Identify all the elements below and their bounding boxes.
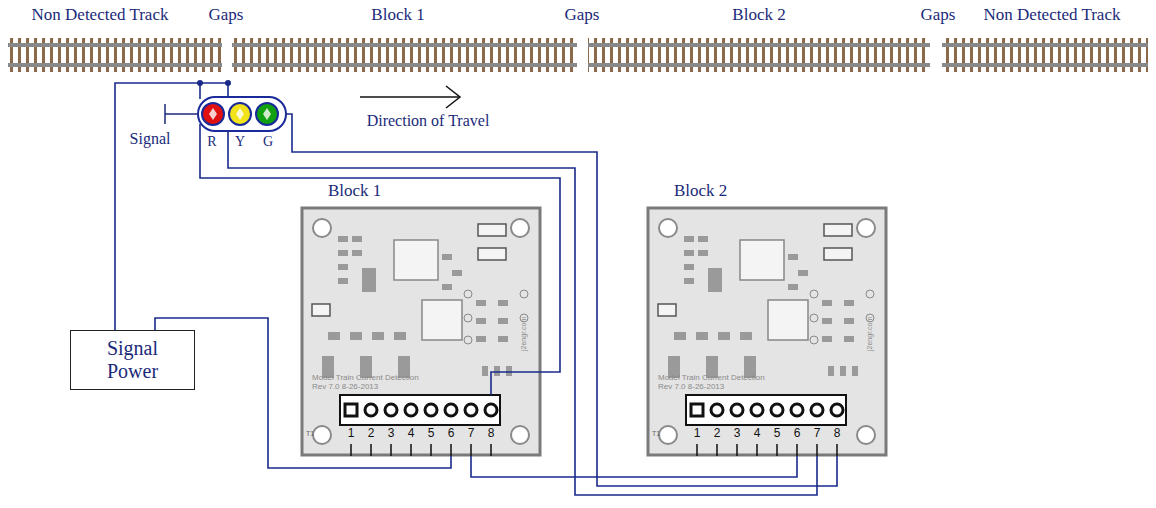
drawing-line — [164, 104, 166, 124]
drawing-line — [232, 63, 577, 67]
drawing-line — [942, 63, 1148, 67]
drawing-line — [360, 96, 460, 98]
signal-label: Signal — [130, 130, 171, 148]
direction-label: Direction of Travel — [367, 112, 490, 130]
pin-number: 7 — [814, 427, 821, 440]
drawing-rect — [198, 97, 286, 131]
drawing-line — [8, 63, 222, 67]
drawing-polyline — [200, 124, 560, 395]
pin-number: 5 — [428, 427, 435, 440]
pin-number: 4 — [408, 427, 415, 440]
drawing-path — [209, 108, 217, 120]
wire-line — [471, 456, 797, 477]
board-heading: Block 1 — [328, 182, 381, 201]
drawing-path — [236, 108, 244, 120]
drawing-path — [263, 108, 271, 120]
pin-number: 7 — [468, 427, 475, 440]
drawing-circle — [256, 103, 278, 125]
pin-number: 6 — [448, 427, 455, 440]
drawing-polyline — [446, 86, 460, 108]
track-label: Gaps — [209, 6, 244, 25]
drawing-circle — [197, 80, 203, 86]
track — [8, 38, 1148, 72]
drawing-polyline — [286, 114, 837, 486]
wire-line — [155, 318, 451, 468]
direction-arrow — [360, 86, 460, 108]
lamp-letter: G — [263, 134, 273, 149]
detector-board — [648, 208, 886, 456]
track-label: Gaps — [565, 6, 600, 25]
drawing-circle — [229, 103, 251, 125]
pin-number: 4 — [754, 427, 761, 440]
track-label: Block 1 — [371, 6, 424, 25]
drawing-line — [232, 43, 577, 47]
drawing-line — [588, 43, 930, 47]
wire-connector — [155, 318, 451, 468]
drawing-g — [8, 45, 1148, 65]
board-print: Rev 7.0 8-26-2013 — [312, 383, 378, 392]
lamp-letter: R — [207, 134, 216, 149]
board-print: Model Train Current Detection — [312, 374, 419, 383]
detector-board: Block 2 Model Train Current DetectionRev … — [648, 182, 886, 456]
process-box: Signal Power — [70, 330, 195, 390]
signal-head — [165, 97, 286, 131]
terminal-name: T1 — [652, 430, 660, 438]
drawing-line — [8, 43, 222, 47]
track-label: Non Detected Track — [32, 6, 169, 25]
board-print: j2engr.com — [520, 317, 528, 351]
pin-number: 2 — [368, 427, 375, 440]
track-label: Non Detected Track — [984, 6, 1121, 25]
drawing-polyline — [115, 83, 228, 330]
drawing-rect — [588, 38, 930, 72]
junction-dots — [197, 80, 231, 86]
pin-number: 8 — [834, 427, 841, 440]
pin-number: 3 — [734, 427, 741, 440]
drawing-rect — [942, 38, 1148, 72]
drawing-rect — [232, 38, 577, 72]
track-label: Block 2 — [732, 6, 785, 25]
pin-number: 3 — [388, 427, 395, 440]
detector-board — [302, 208, 540, 456]
box-label: Signal Power — [107, 337, 158, 383]
drawing-polyline — [228, 130, 817, 495]
wires — [115, 83, 837, 495]
terminal-name: T1 — [306, 430, 314, 438]
drawing-circle — [202, 103, 224, 125]
pin-number: 1 — [348, 427, 355, 440]
drawing-circle — [225, 80, 231, 86]
board-print: Model Train Current Detection — [658, 374, 765, 383]
pin-number: 2 — [714, 427, 721, 440]
drawing-line — [588, 63, 930, 67]
pin-number: 1 — [694, 427, 701, 440]
pin-number: 6 — [794, 427, 801, 440]
detector-board: Block 1 Model Train Current DetectionRev … — [302, 182, 540, 456]
drawing-rect — [8, 38, 222, 72]
board-print: j2engr.com — [866, 317, 874, 351]
track-label: Gaps — [921, 6, 956, 25]
board-print: Rev 7.0 8-26-2013 — [658, 383, 724, 392]
pin-number: 8 — [488, 427, 495, 440]
pin-number: 5 — [774, 427, 781, 440]
wire-connector — [471, 456, 797, 477]
board-heading: Block 2 — [674, 182, 727, 201]
drawing-line — [942, 43, 1148, 47]
lamp-letter: Y — [235, 134, 245, 149]
drawing-line — [165, 113, 198, 115]
